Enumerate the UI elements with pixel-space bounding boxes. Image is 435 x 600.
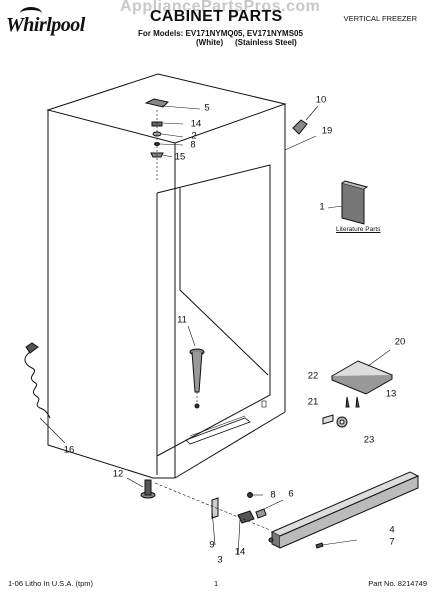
callout-23: 23 (363, 434, 375, 446)
callout-7: 7 (389, 536, 395, 548)
power-cord-icon (24, 342, 66, 444)
litho-note: 1-06 Litho In U.S.A. (tpm) (8, 579, 94, 588)
callout-22: 22 (307, 370, 319, 382)
model-numbers: For Models: EV171NYMQ05, EV171NYMS05 (138, 29, 303, 38)
callout-13: 13 (385, 388, 397, 400)
part-10-icon (284, 105, 319, 151)
callout-20: 20 (394, 336, 406, 348)
callout-11: 11 (177, 314, 187, 326)
brand-logo: Whirlpool (6, 7, 85, 37)
callout-14-bottom: 14 (234, 546, 246, 558)
watermark: AppliancePartsPros.com (120, 0, 321, 15)
callout-5: 5 (204, 102, 210, 114)
part-number: Part No. 8214749 (368, 579, 427, 588)
callout-4: 4 (389, 524, 395, 536)
callout-15: 15 (174, 151, 186, 163)
callout-14: 14 (190, 118, 202, 130)
callout-6: 6 (288, 488, 294, 500)
page-title: CABINET PARTS (150, 8, 283, 25)
logo-swoosh-icon (20, 7, 42, 20)
drain-tube-icon (187, 325, 205, 409)
product-category: VERTICAL FREEZER (343, 14, 417, 23)
callout-19: 19 (321, 125, 333, 137)
callout-8-bottom: 8 (270, 489, 276, 501)
hinge-hardware-icon (144, 98, 201, 180)
callout-1: 1 (319, 201, 325, 213)
callout-8: 8 (190, 139, 196, 151)
callout-16: 16 (63, 444, 75, 456)
callout-2: 2 (191, 130, 197, 142)
variant-stainless: (Stainless Steel) (235, 38, 297, 47)
roller-bracket-icon (322, 349, 394, 428)
callout-12: 12 (112, 468, 124, 480)
callout-21: 21 (307, 396, 319, 408)
page-number: 1 (214, 579, 219, 588)
callout-3: 3 (217, 554, 223, 566)
toe-grille-icon (154, 471, 420, 556)
variant-white: (White) (196, 38, 224, 47)
literature-book-icon (327, 180, 369, 225)
literature-parts-label: Literature Parts (336, 226, 381, 233)
callout-9: 9 (209, 539, 215, 551)
cabinet-outline-icon (46, 73, 287, 479)
leveling-leg-icon (126, 477, 156, 499)
callout-10: 10 (315, 94, 327, 106)
